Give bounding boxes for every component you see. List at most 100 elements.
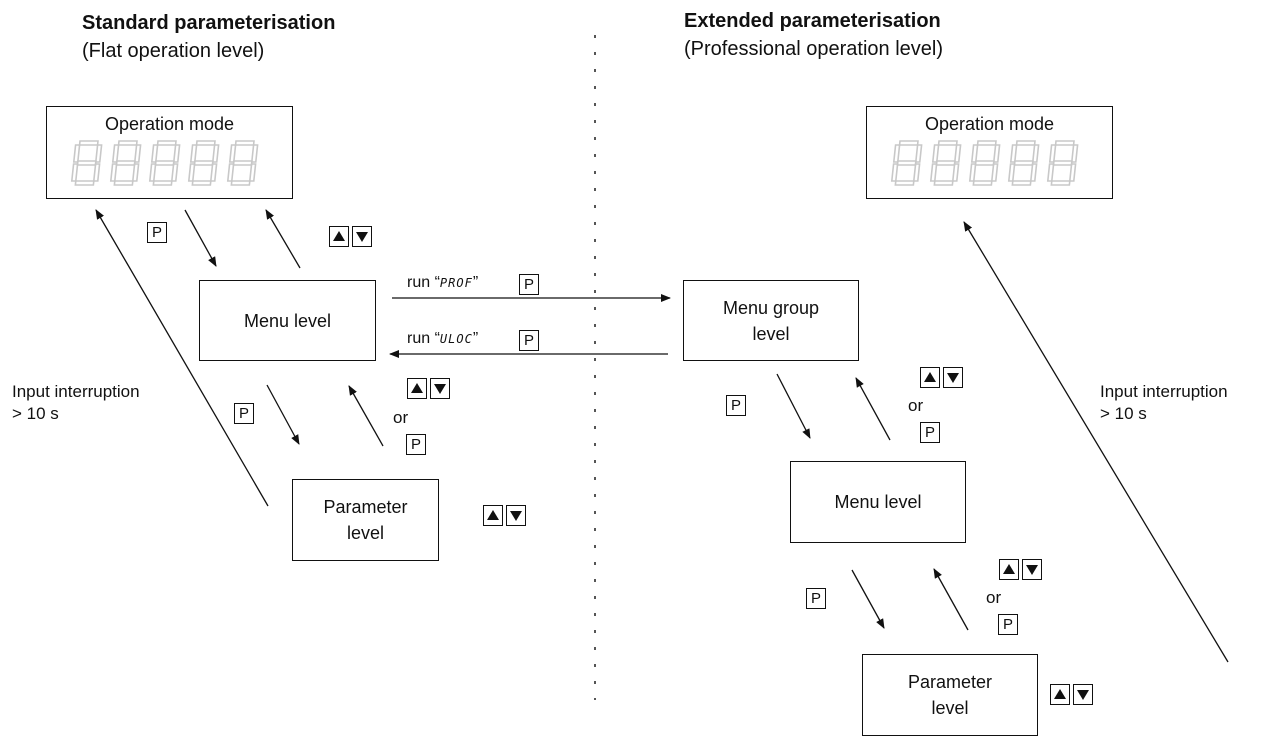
display-segment [951, 163, 959, 182]
display-segment [228, 144, 236, 163]
right-operation-mode-box: Operation mode [866, 106, 1113, 199]
p-key-icon: P [147, 222, 167, 243]
right-title: Extended parameterisation [684, 10, 941, 32]
display-segment [193, 160, 214, 166]
display-segment [190, 180, 212, 186]
prof-code: PROF [439, 276, 473, 290]
p-key-icon: P [406, 434, 426, 455]
right-menu-level-box: Menu level [790, 461, 966, 543]
run-prof-label: run “PROF” [407, 274, 478, 292]
down-triangle-key-icon [1022, 559, 1042, 580]
display-digit [929, 140, 961, 186]
p-key-icon: P [234, 403, 254, 424]
display-segment [112, 180, 134, 186]
display-segment [211, 144, 219, 163]
left-operation-mode-label: Operation mode [104, 114, 235, 134]
display-segment [73, 180, 95, 186]
left-menu-level-box: Menu level [199, 280, 376, 361]
right-or-label-2: or [986, 588, 1002, 607]
display-digit [70, 140, 102, 186]
display-segment [912, 163, 920, 182]
display-segment [195, 140, 216, 146]
display-segment [890, 163, 898, 182]
display-segment [1009, 144, 1017, 163]
right-menu-group-label-1: Menu group [722, 297, 820, 318]
display-segment [1013, 160, 1034, 166]
display-segment [914, 144, 922, 163]
close-quote: ” [472, 330, 479, 347]
down-triangle-key-icon [430, 378, 450, 399]
display-segment [170, 163, 178, 182]
display-segment [187, 163, 195, 182]
display-segment [937, 140, 958, 146]
display-segment [115, 160, 136, 166]
run-word: run [407, 330, 431, 347]
left-parameter-level-label-2: level [346, 523, 385, 543]
display-segment [976, 140, 997, 146]
display-segment [893, 180, 915, 186]
seven-segment-display-icon [70, 140, 258, 186]
uloc-code: ULOC [439, 332, 473, 346]
display-segment [70, 163, 78, 182]
arrow-menu-to-param-right [851, 569, 885, 629]
left-subtitle: (Flat operation level) [82, 40, 265, 62]
right-or-label-1: or [908, 396, 924, 415]
display-segment [111, 144, 119, 163]
display-digit [890, 140, 922, 186]
display-segment [968, 163, 976, 182]
display-segment [1049, 180, 1071, 186]
display-segment [971, 180, 993, 186]
arrow-group-to-menu-right [776, 373, 811, 439]
display-digit [1046, 140, 1078, 186]
up-triangle-key-icon [329, 226, 349, 247]
display-segment [970, 144, 978, 163]
left-parameter-level-box: Parameter level [292, 479, 439, 561]
display-segment [1052, 160, 1073, 166]
arrow-menu-to-op-left [265, 209, 301, 269]
p-key-icon: P [519, 330, 539, 351]
up-triangle-key-icon [1050, 684, 1070, 705]
display-segment [992, 144, 1000, 163]
display-segment [1029, 163, 1037, 182]
display-segment [931, 144, 939, 163]
display-segment [78, 140, 99, 146]
arrow-param-to-menu-right [933, 568, 969, 631]
display-segment [156, 140, 177, 146]
display-segment [974, 160, 995, 166]
right-menu-level-label: Menu level [834, 492, 922, 512]
left-parameter-level-label-1: Parameter [323, 497, 408, 517]
down-triangle-key-icon [943, 367, 963, 388]
display-segment [151, 180, 173, 186]
seven-segment-display-icon [890, 140, 1078, 186]
up-triangle-key-icon [999, 559, 1019, 580]
display-segment [109, 163, 117, 182]
display-segment [76, 160, 97, 166]
display-digit [1007, 140, 1039, 186]
left-input-interruption-label: Input interruption [12, 382, 140, 401]
display-segment [226, 163, 234, 182]
display-segment [898, 140, 919, 146]
display-segment [896, 160, 917, 166]
right-menu-group-level-box: Menu group level [683, 280, 859, 361]
display-segment [250, 144, 258, 163]
up-triangle-key-icon [407, 378, 427, 399]
display-segment [232, 160, 253, 166]
display-segment [932, 180, 954, 186]
right-menu-group-label-2: level [752, 323, 790, 344]
display-segment [1046, 163, 1054, 182]
arrow-menu-to-param-left [266, 384, 300, 445]
display-segment [1054, 140, 1075, 146]
left-menu-level-label: Menu level [243, 310, 332, 331]
display-segment [131, 163, 139, 182]
display-segment [94, 144, 102, 163]
display-segment [990, 163, 998, 182]
run-uloc-label: run “ULOC” [407, 330, 478, 348]
run-word: run [407, 274, 431, 291]
right-parameter-level-label-1: Parameter [907, 672, 993, 692]
display-segment [189, 144, 197, 163]
display-segment [935, 160, 956, 166]
display-digit [109, 140, 141, 186]
arrow-op-to-menu-left [184, 209, 217, 267]
up-triangle-key-icon [920, 367, 940, 388]
display-segment [892, 144, 900, 163]
